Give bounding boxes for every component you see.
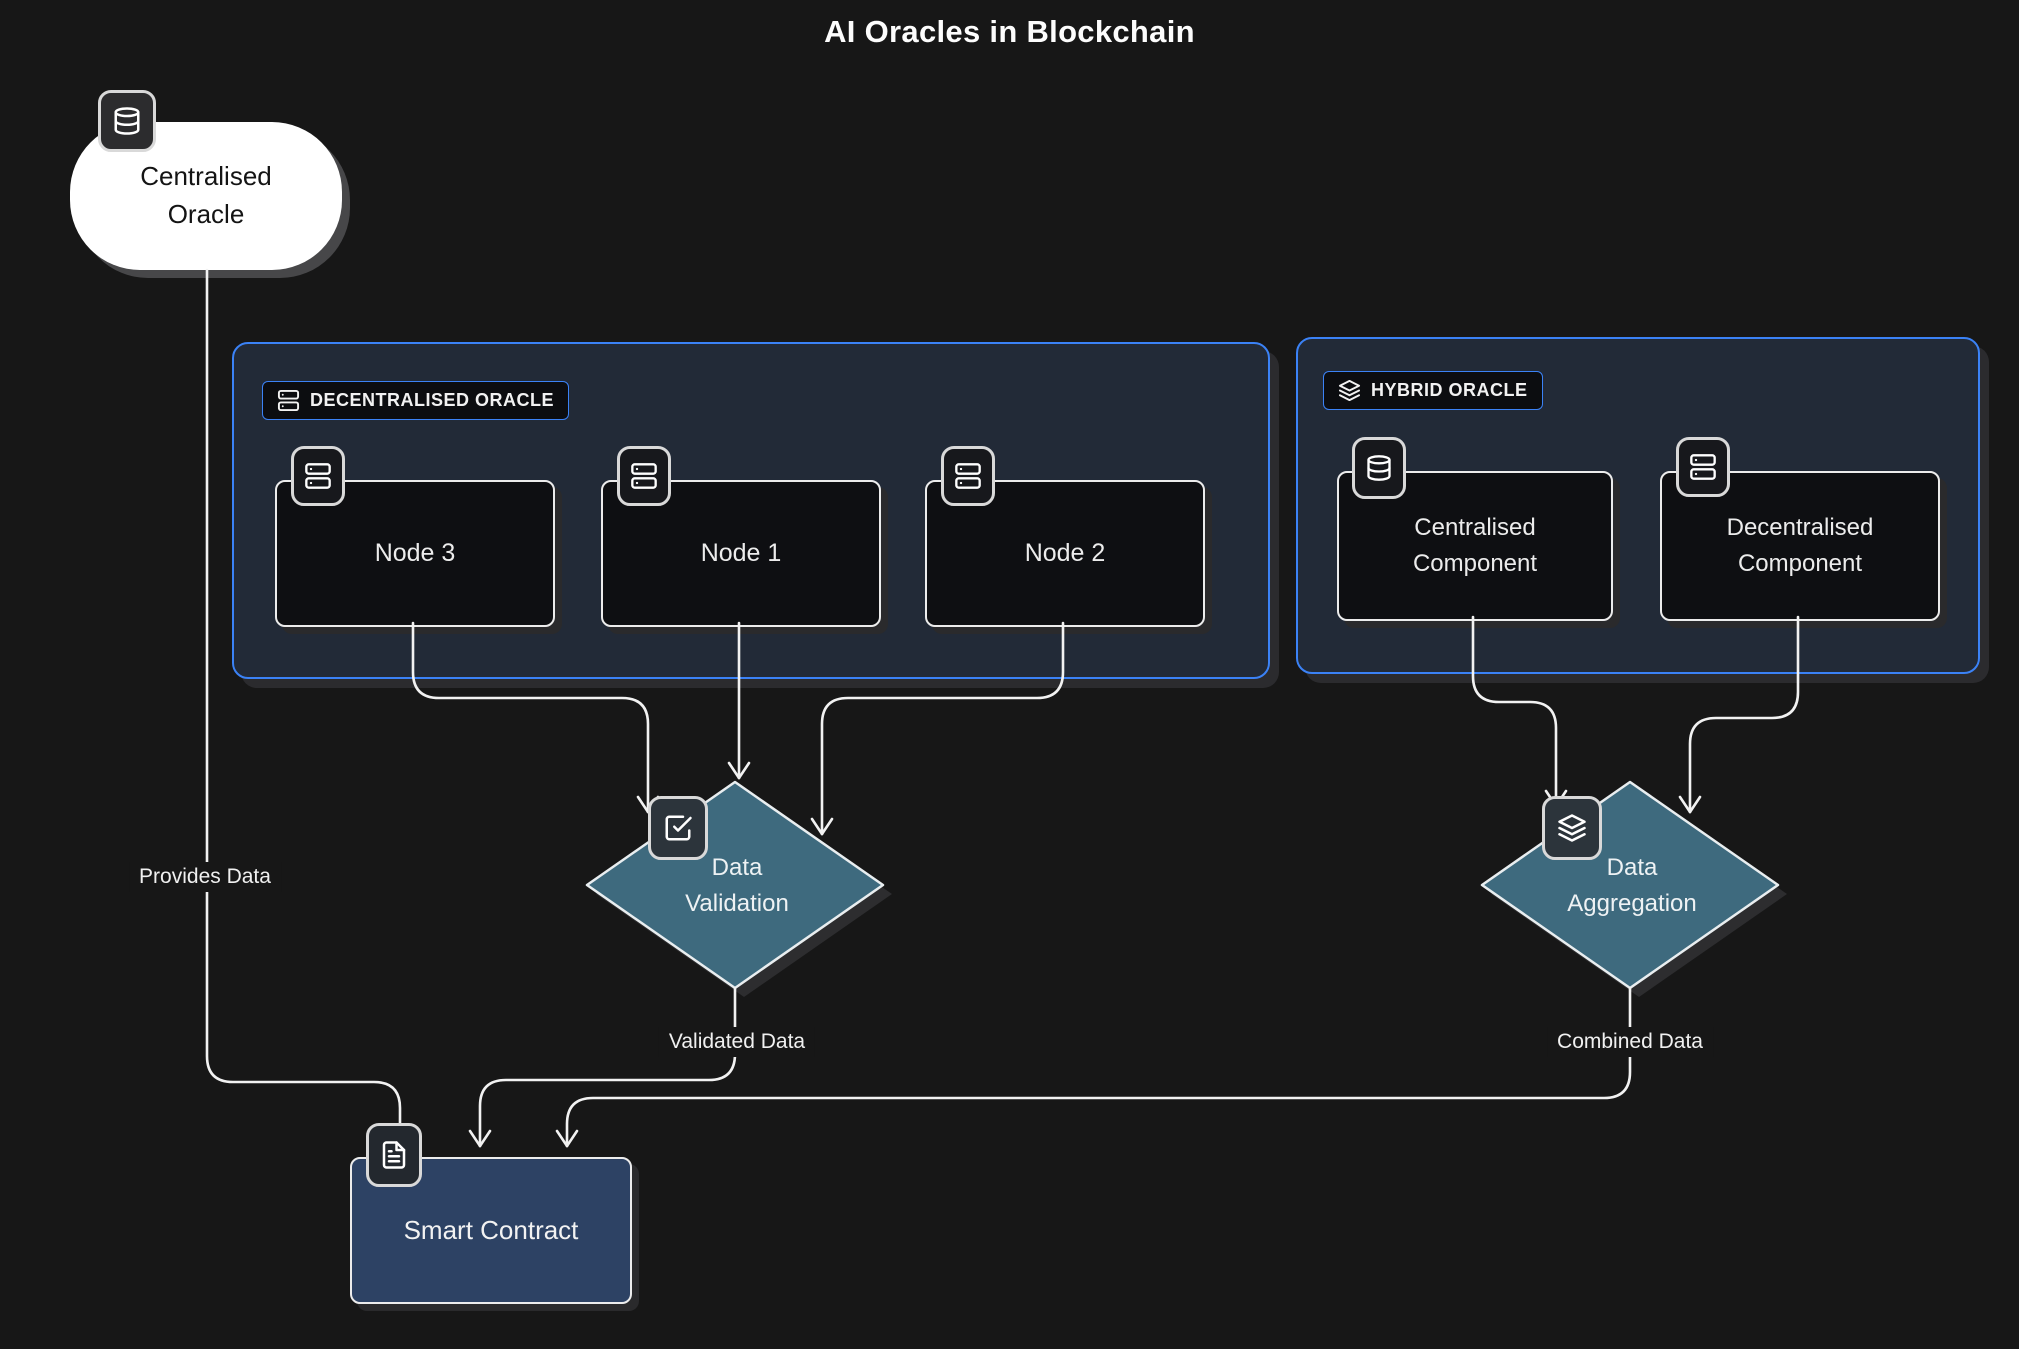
server-icon	[277, 389, 300, 412]
decentralised-oracle-label: DECENTRALISED ORACLE	[310, 390, 555, 410]
hybrid-oracle-label: HYBRID ORACLE	[1371, 380, 1528, 400]
centralised-oracle-badge	[98, 90, 156, 152]
data-aggregation-badge	[1542, 796, 1602, 860]
server-icon	[1690, 454, 1716, 480]
smart-contract-badge	[366, 1123, 422, 1187]
smart-contract-node: Smart Contract	[350, 1157, 632, 1304]
node-3-label: Node 3	[374, 538, 456, 567]
check-square-icon	[665, 815, 692, 841]
server-icon	[955, 463, 981, 489]
edge-data-aggregation-to-smart-contract	[555, 986, 1632, 1148]
smart-contract-label: Smart Contract	[403, 1215, 579, 1245]
node-3-badge	[291, 446, 345, 506]
edge-label-validated-data: Validated Data	[658, 1027, 816, 1057]
decentralised-component-label: Decentralised Component	[1726, 514, 1874, 577]
node-1-label: Node 1	[700, 538, 782, 567]
data-validation-badge	[648, 796, 708, 860]
data-validation-label: Data Validation	[685, 854, 789, 917]
edge-label-combined-data: Combined Data	[1547, 1027, 1713, 1057]
node-1-badge	[617, 446, 671, 506]
database-icon	[114, 107, 140, 135]
hybrid-oracle-chip: HYBRID ORACLE	[1323, 371, 1543, 410]
data-aggregation-label: Data Aggregation	[1567, 854, 1697, 917]
edge-data-validation-to-smart-contract	[468, 986, 737, 1148]
edge-label-provides-data: Provides Data	[129, 862, 281, 892]
decentralised-oracle-chip: DECENTRALISED ORACLE	[262, 381, 570, 420]
centralised-component-badge	[1352, 437, 1406, 499]
centralised-oracle-label: Centralised Oracle	[140, 161, 272, 229]
layers-icon	[1338, 379, 1361, 402]
diagram-title: AI Oracles in Blockchain	[824, 14, 1195, 49]
node-2-label: Node 2	[1024, 538, 1106, 567]
centralised-component-label: Centralised Component	[1412, 514, 1538, 577]
layers-icon	[1558, 814, 1586, 842]
server-icon	[631, 463, 657, 489]
decentralised-component-badge	[1676, 437, 1730, 497]
server-icon	[305, 463, 331, 489]
file-text-icon	[382, 1141, 406, 1169]
node-2-badge	[941, 446, 995, 506]
database-icon	[1367, 455, 1391, 481]
